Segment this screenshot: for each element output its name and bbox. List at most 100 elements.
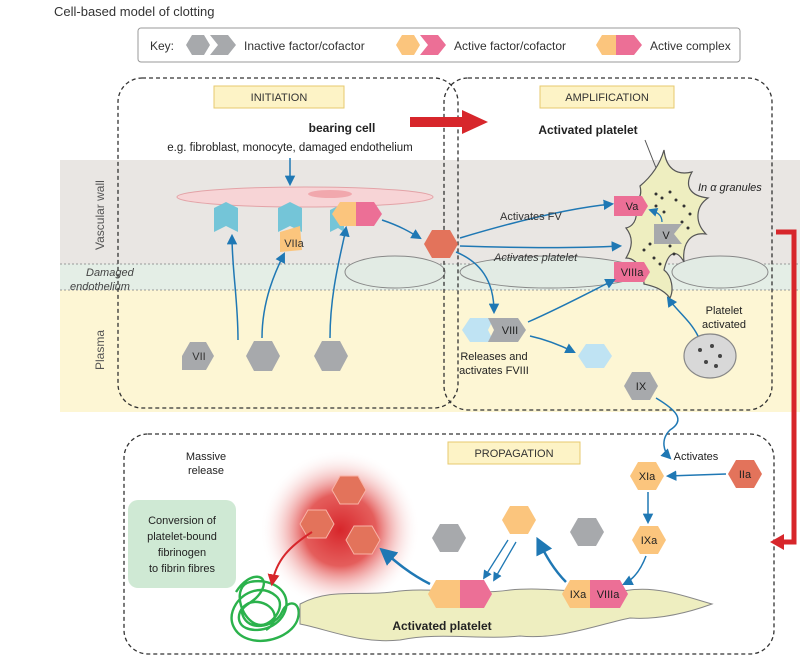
tenase-to-xa-arrow [536,536,567,583]
bearing-cell-title: bearing cell [309,121,376,135]
thrombin-burst-icon [345,525,381,555]
complex-to-thrombin-arrow [381,219,422,240]
svg-text:INITIATION: INITIATION [251,92,308,104]
key-active-cofactor-icon [420,35,446,55]
key-active-text: Active factor/cofactor [454,39,566,53]
key-label: Key: [150,39,174,53]
tissue-factor-receptor-icon [214,202,238,232]
propagation-platelet-shape [299,588,714,642]
factor-v-label: V [662,230,670,242]
conversion-box: Conversion of platelet-bound fibrinogen … [128,500,236,588]
factor-viii-label: VIII [502,325,519,337]
factor-xia-label: XIa [639,471,656,483]
cell-nucleus [308,190,352,198]
massive-release-glow [260,450,420,610]
released-vwf-icon [578,344,612,368]
plasma-band [60,290,800,412]
factor-xa-icon [502,506,536,534]
propagation-label: PROPAGATION [447,441,581,465]
amplification-to-propagation-arrow [776,229,797,545]
tissue-factor-receptor-icon [278,202,302,232]
activates-platelet-label: Activates platelet [493,252,578,264]
releases-activates-label-1: Releases and [460,351,527,363]
activates-fv-label: Activates FV [500,211,562,223]
factor-ixa-label: IXa [641,535,658,547]
key-inactive-text: Inactive factor/cofactor [244,39,365,53]
massive-release-label-2: release [188,465,224,477]
factor-ix-icon [624,372,658,400]
damaged-endothelium-label-1: Damaged [86,267,135,279]
thrombin-to-fibrin-arrow [267,531,313,587]
factor-viiia-label: VIIIa [621,267,645,279]
platelet-activation-arrow [666,296,699,337]
activates-fv-arrow [459,199,615,239]
factor-viia-label: VIIa [284,238,304,250]
tenase-factor-icon [562,580,594,608]
key-active-factor-icon [396,35,420,55]
initiation-label: INITIATION [213,85,345,109]
svg-text:Conversion of: Conversion of [148,515,217,527]
tissue-factor-cell [176,186,434,208]
factor-ixa-icon [632,526,666,554]
releases-activates-label-2: activates FVIII [459,365,529,377]
prothrombinase-cofactor-icon [460,580,492,608]
damaged-endothelium-label-2: endothelium [70,281,130,293]
activates-label: Activates [674,451,719,463]
ix-to-xia-arrow [655,397,679,460]
endothelial-cell [344,255,446,289]
alpha-granules-label: In α granules [698,182,762,194]
platelet-activated-label-1: Platelet [706,305,743,317]
factor-ix-label: IX [636,381,647,393]
factor-va-icon [614,196,648,216]
svg-text:to fibrin fibres: to fibrin fibres [149,563,216,575]
thrombin-burst-icon [331,475,367,505]
viii-to-viiia-arrow [527,279,616,323]
page-title: Cell-based model of clotting [54,4,214,19]
prothrombin-icon [432,524,466,552]
factor-x-icon [570,518,604,546]
svg-text:PROPAGATION: PROPAGATION [474,448,553,460]
activates-platelet-arrow [459,241,623,252]
tf-complex-factor-icon [332,202,362,226]
factor-iia-label: IIa [739,469,752,481]
xa-to-complex-arrow-1 [483,539,509,580]
propagation-platelet-label: Activated platelet [392,619,491,633]
factor-viiia-icon [614,262,650,282]
factor-viii-icon [488,318,526,342]
vii-to-tf-arrow [226,233,239,341]
factor-iia-icon [728,460,762,488]
factor-to-viia-arrow [261,252,285,339]
ixa-to-tenase-arrow [622,555,647,585]
key-inactive-factor-icon [186,35,210,55]
iia-to-xia-arrow [665,470,727,481]
tenase-viiia-label: VIIIa [597,589,621,601]
amplification-to-propagation-arrowhead [770,534,784,550]
platelet-activated-label-2: activated [702,319,746,331]
resting-platelet-granules [698,344,722,368]
amplification-label: AMPLIFICATION [539,85,675,109]
amplification-panel [443,77,773,411]
factor-to-complex-arrow [329,225,350,339]
vwf-icon [462,318,494,342]
key-active-complex-cofactor-icon [616,35,642,55]
resting-platelet [683,333,737,379]
initiation-panel [117,77,459,409]
tf-complex-cofactor-icon [356,202,382,226]
thrombin-burst-icon [299,509,335,539]
vascular-wall-label: Vascular wall [93,180,107,250]
inactive-factor-icon [246,341,280,371]
factor-viia-icon [280,226,302,252]
thrombin-icon [424,230,458,258]
svg-text:fibrinogen: fibrinogen [158,547,206,559]
svg-text:platelet-bound: platelet-bound [147,531,217,543]
key-active-complex-factor-icon [596,35,618,55]
key-inactive-cofactor-icon [210,35,236,55]
prothrombinase-to-thrombin-arrow [379,547,431,586]
propagation-panel [123,433,775,655]
tenase-cofactor-icon [590,580,628,608]
v-to-va-arrow [648,207,663,223]
initiation-to-amplification-arrow [410,110,488,134]
plasma-label: Plasma [93,330,107,370]
